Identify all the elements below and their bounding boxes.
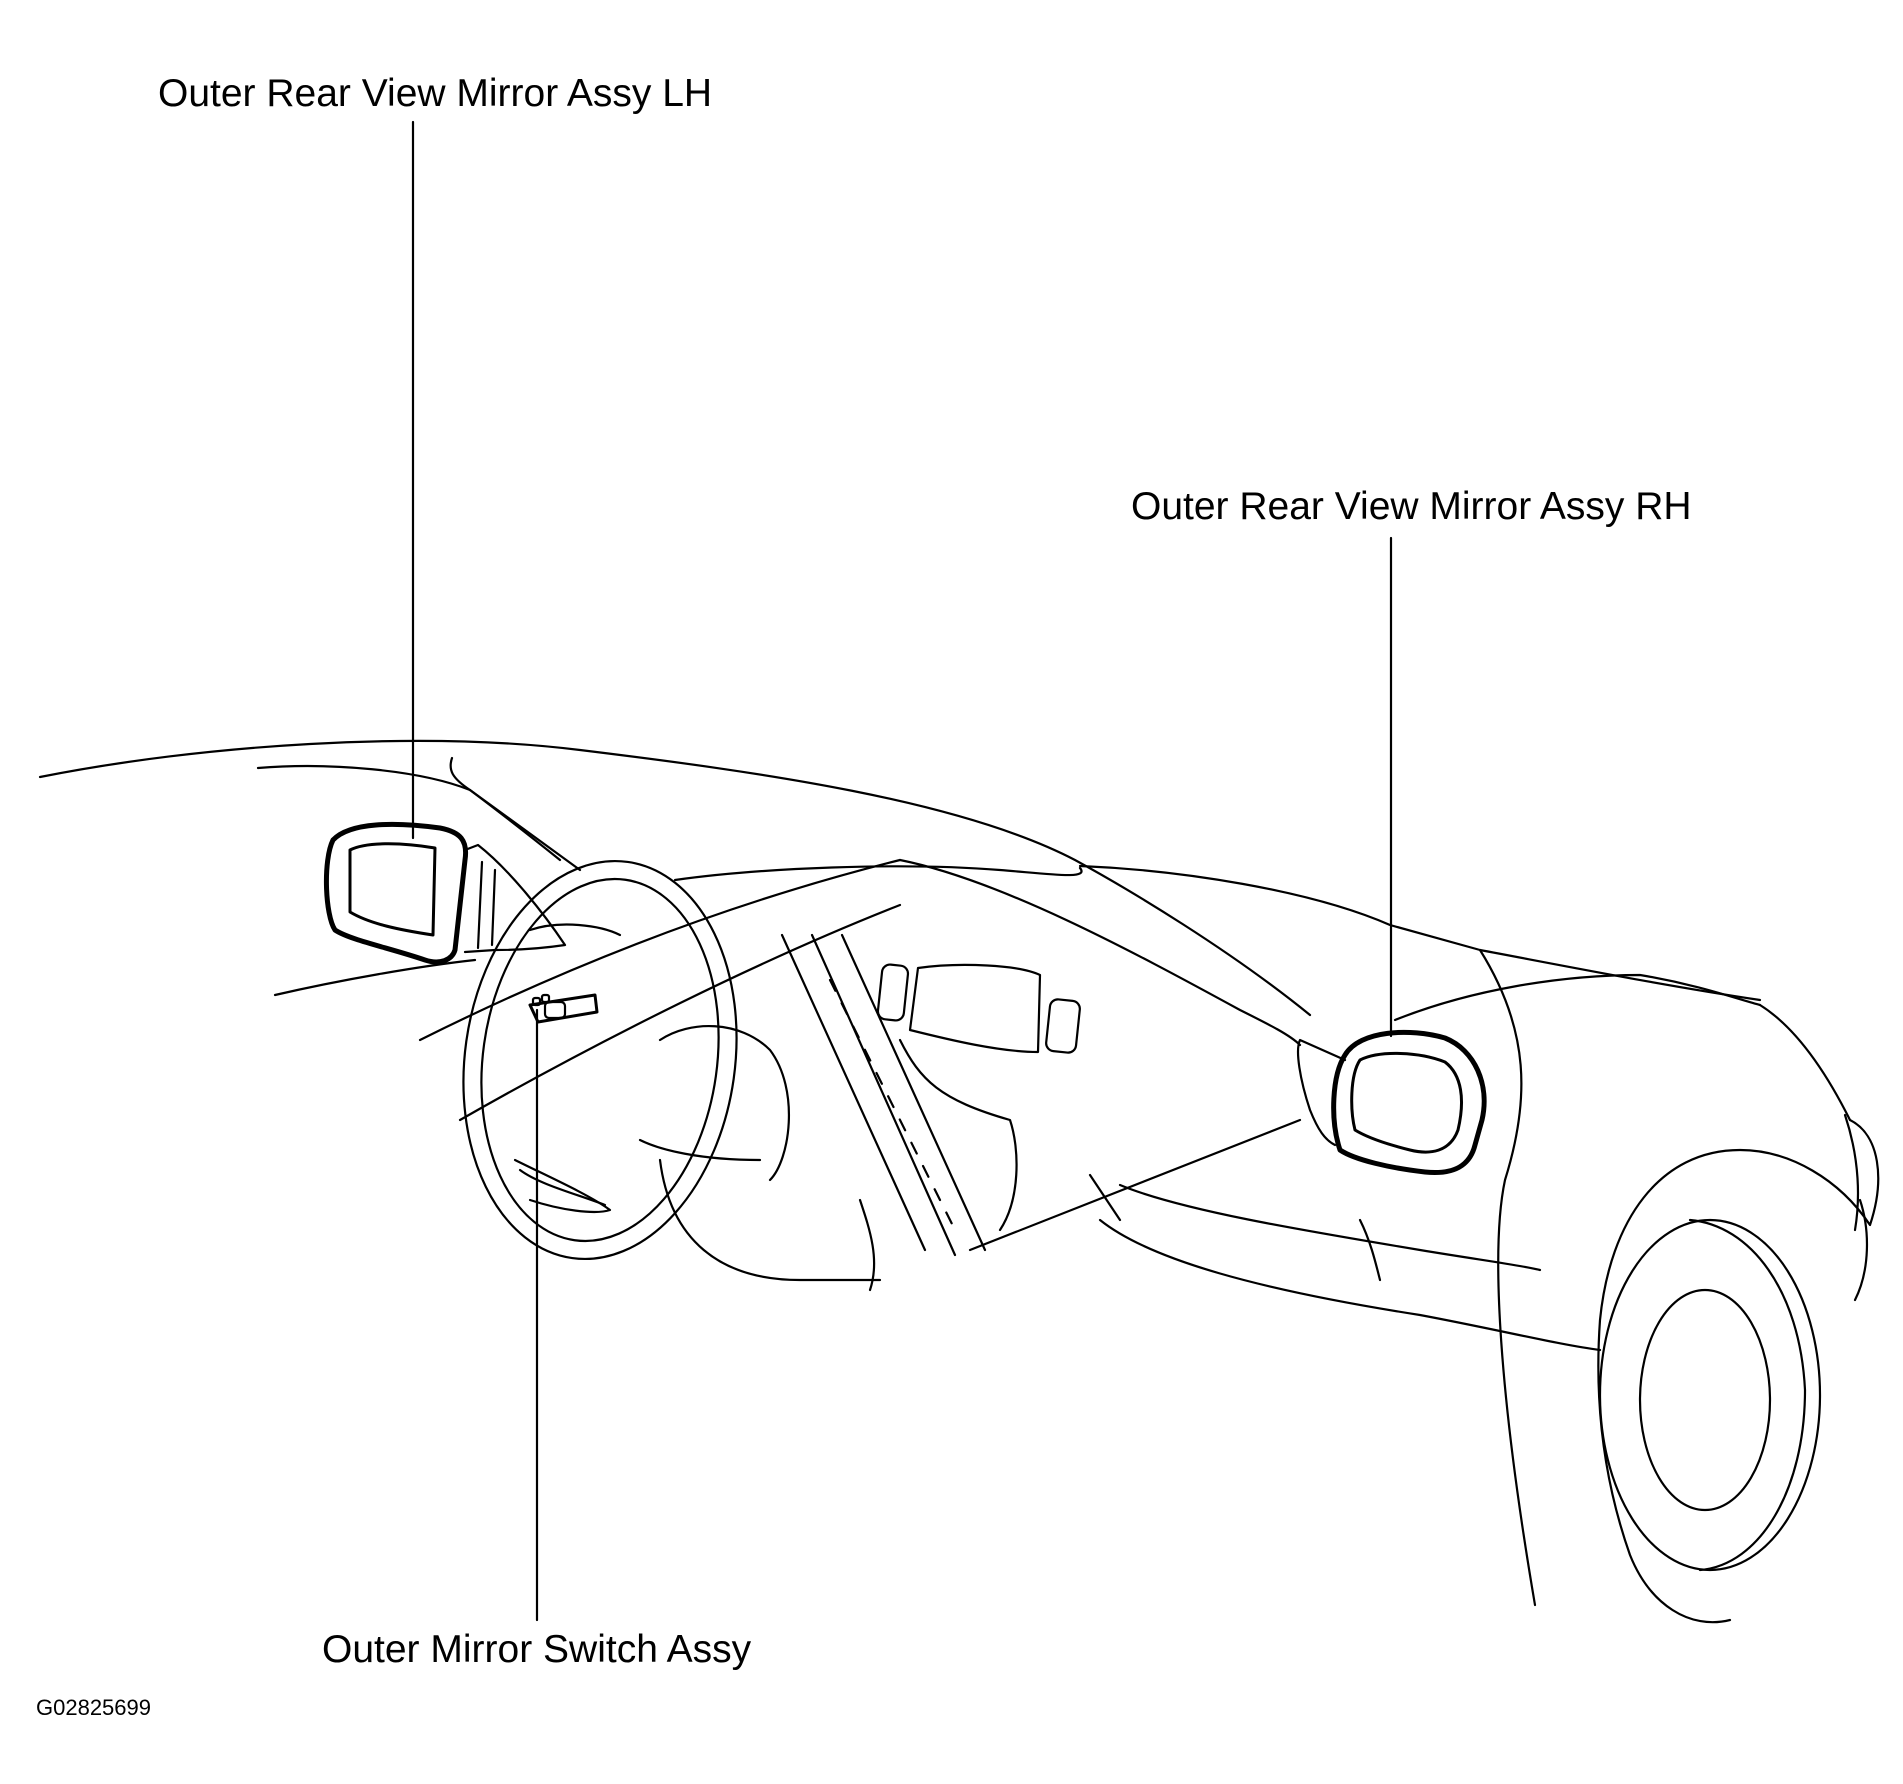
- lh-mirror-base: [463, 843, 567, 954]
- bumper-line: [1843, 1113, 1860, 1232]
- label-mirror-lh: Outer Rear View Mirror Assy LH: [158, 72, 713, 115]
- fender-line: [1478, 948, 1537, 1607]
- wheel-arch-inner: [1853, 1198, 1869, 1302]
- knee-panel: [658, 1158, 882, 1282]
- body-right-front: [1758, 1003, 1852, 1122]
- dash-sweep-lower: [458, 903, 902, 1122]
- console-line-3: [840, 933, 987, 1252]
- console-dash-marks: [828, 978, 957, 1232]
- lh-mirror-glass: [348, 842, 437, 937]
- rh-mirror-glass: [1350, 1052, 1464, 1154]
- windshield-right-line: [898, 858, 1302, 1047]
- left-a-pillar: [449, 756, 582, 872]
- mirror-switch-button-2: [540, 993, 551, 1004]
- center-stack-lower: [898, 1038, 1018, 1232]
- lh-mirror-housing: [324, 821, 469, 965]
- figure-id: G02825699: [36, 1695, 151, 1720]
- dash-lower-right: [1118, 1183, 1542, 1272]
- mirror-switch-knob: [543, 1000, 567, 1020]
- console-right: [968, 1118, 1302, 1252]
- mirror-switch-body: [528, 993, 599, 1024]
- dash-left-top: [273, 958, 477, 997]
- label-mirror-switch: Outer Mirror Switch Assy: [322, 1628, 752, 1671]
- steering-column: [658, 1025, 791, 1182]
- rh-mirror-base: [1296, 1038, 1347, 1147]
- lower-body-line: [1098, 1218, 1602, 1352]
- tire-inner: [1638, 1288, 1772, 1512]
- console-line-1: [780, 933, 927, 1252]
- steering-wheel-outer: [462, 859, 738, 1261]
- lh-mirror-base-inner: [476, 860, 497, 950]
- rh-mirror-housing: [1331, 1029, 1487, 1176]
- steering-wheel-spoke: [513, 1158, 612, 1214]
- left-a-pillar-inner: [468, 788, 562, 862]
- tire-outer: [1598, 1218, 1822, 1572]
- lower-dash-left: [638, 1138, 762, 1162]
- center-vent-left: [876, 963, 910, 1022]
- mirror-switch-button-1: [531, 996, 542, 1007]
- dash-far-edge: [673, 865, 1083, 882]
- tire-tread: [1688, 1218, 1807, 1572]
- steering-wheel-inner: [480, 877, 720, 1243]
- dash-sweep-upper: [418, 858, 902, 1042]
- steering-hub: [518, 1168, 607, 1207]
- wheel-arch-outer: [1597, 1118, 1880, 1624]
- headliner-line: [256, 764, 472, 792]
- body-right-top: [1393, 973, 1762, 1022]
- roof-line: [38, 739, 1312, 1017]
- lower-console: [858, 1198, 876, 1292]
- label-mirror-rh: Outer Rear View Mirror Assy RH: [1131, 485, 1692, 528]
- center-display: [908, 963, 1042, 1054]
- center-vent-right: [1045, 998, 1081, 1054]
- steering-upper-spoke: [528, 923, 622, 937]
- console-line-2: [810, 933, 957, 1257]
